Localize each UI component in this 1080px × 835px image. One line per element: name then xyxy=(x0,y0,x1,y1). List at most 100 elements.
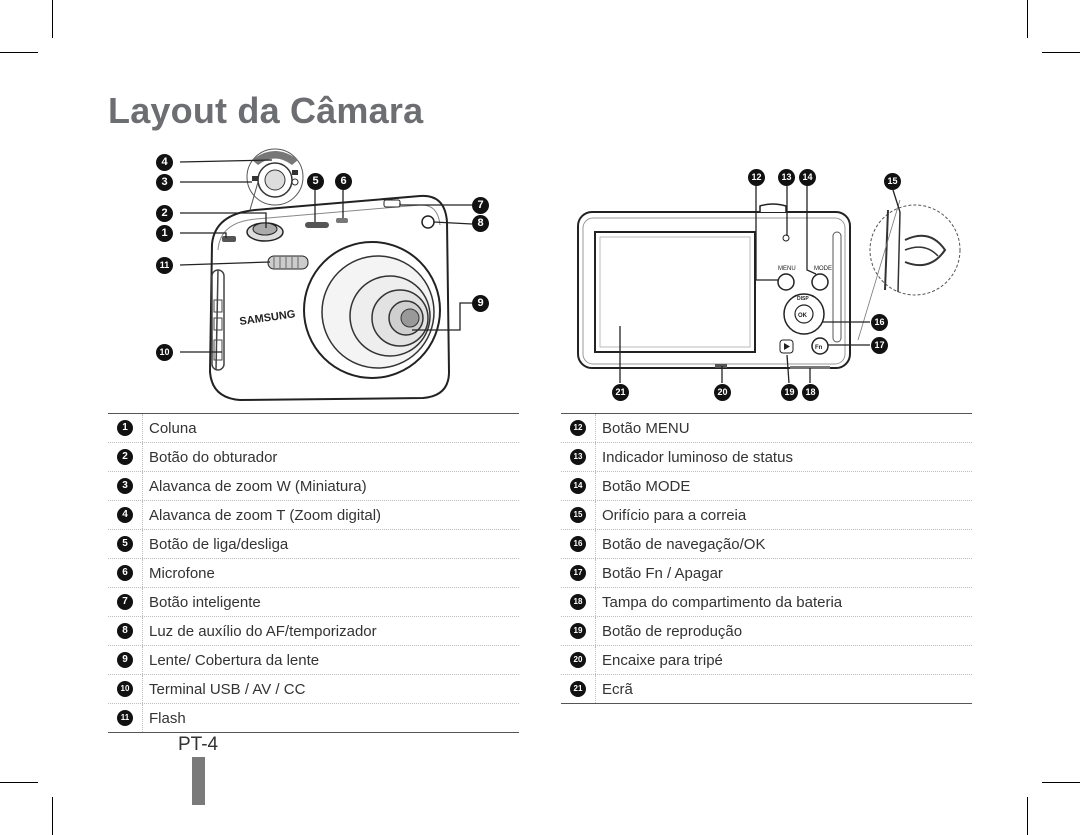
table-row: 18 Tampa do compartimento da bateria xyxy=(561,588,972,617)
table-row: 3 Alavanca de zoom W (Miniatura) xyxy=(108,472,519,501)
row-label: Alavanca de zoom T (Zoom digital) xyxy=(149,506,382,524)
svg-text:DISP: DISP xyxy=(797,296,809,302)
row-number: 13 xyxy=(570,449,586,465)
page-number: PT-4 xyxy=(178,734,219,755)
row-label: Lente/ Cobertura da lente xyxy=(149,651,320,669)
row-number: 1 xyxy=(117,420,133,436)
table-row: 9 Lente/ Cobertura da lente xyxy=(108,646,519,675)
crop-mark xyxy=(1027,797,1028,835)
row-number: 4 xyxy=(117,507,133,523)
callout-11: 11 xyxy=(156,257,173,274)
back-parts-table: 12 Botão MENU 13 Indicador luminoso de sta… xyxy=(561,413,972,704)
row-label: Botão Fn / Apagar xyxy=(602,564,723,582)
table-row: 8 Luz de auxílio do AF/temporizador xyxy=(108,617,519,646)
row-label: Botão de reprodução xyxy=(602,622,743,640)
row-label: Flash xyxy=(149,709,186,727)
row-label: Alavanca de zoom W (Miniatura) xyxy=(149,477,367,495)
callout-13: 13 xyxy=(778,169,795,186)
table-row: 12 Botão MENU xyxy=(561,414,972,443)
row-number: 10 xyxy=(117,681,133,697)
callout-17: 17 xyxy=(871,337,888,354)
table-row: 21 Ecrã xyxy=(561,675,972,703)
table-row: 14 Botão MODE xyxy=(561,472,972,501)
callout-12: 12 xyxy=(748,169,765,186)
row-number: 17 xyxy=(570,565,586,581)
table-row: 4 Alavanca de zoom T (Zoom digital) xyxy=(108,501,519,530)
callout-8: 8 xyxy=(472,215,489,232)
crop-mark xyxy=(1027,0,1028,38)
row-label: Terminal USB / AV / CC xyxy=(149,680,306,698)
row-label: Luz de auxílio do AF/temporizador xyxy=(149,622,377,640)
page-title: Layout da Câmara xyxy=(108,90,424,131)
row-number: 15 xyxy=(570,507,586,523)
callout-3: 3 xyxy=(156,174,173,191)
row-label: Botão de liga/desliga xyxy=(149,535,289,553)
svg-text:Fn: Fn xyxy=(815,345,823,351)
table-row: 2 Botão do obturador xyxy=(108,443,519,472)
row-number: 11 xyxy=(117,710,133,726)
callout-21: 21 xyxy=(612,384,629,401)
callout-19: 19 xyxy=(781,384,798,401)
row-number: 12 xyxy=(570,420,586,436)
row-label: Botão do obturador xyxy=(149,448,278,466)
callout-14: 14 xyxy=(799,169,816,186)
row-number: 16 xyxy=(570,536,586,552)
row-number: 18 xyxy=(570,594,586,610)
row-label: Encaixe para tripé xyxy=(602,651,723,669)
crop-mark xyxy=(52,0,53,38)
crop-mark xyxy=(52,797,53,835)
row-number: 21 xyxy=(570,681,586,697)
table-row: 16 Botão de navegação/OK xyxy=(561,530,972,559)
row-number: 20 xyxy=(570,652,586,668)
table-row: 19 Botão de reprodução xyxy=(561,617,972,646)
row-number: 14 xyxy=(570,478,586,494)
callout-5: 5 xyxy=(307,173,324,190)
row-label: Botão MODE xyxy=(602,477,691,495)
row-number: 3 xyxy=(117,478,133,494)
row-label: Indicador luminoso de status xyxy=(602,448,793,466)
row-number: 6 xyxy=(117,565,133,581)
row-number: 9 xyxy=(117,652,133,668)
row-label: Ecrã xyxy=(602,680,633,698)
row-label: Tampa do compartimento da bateria xyxy=(602,593,843,611)
crop-mark xyxy=(0,782,38,783)
table-row: 17 Botão Fn / Apagar xyxy=(561,559,972,588)
svg-text:MODE: MODE xyxy=(814,266,832,272)
callout-7: 7 xyxy=(472,197,489,214)
callout-20: 20 xyxy=(714,384,731,401)
row-label: Botão MENU xyxy=(602,419,690,437)
table-row: 13 Indicador luminoso de status xyxy=(561,443,972,472)
row-number: 8 xyxy=(117,623,133,639)
table-row: 1 Coluna xyxy=(108,414,519,443)
callout-10: 10 xyxy=(156,344,173,361)
callout-2: 2 xyxy=(156,205,173,222)
row-label: Microfone xyxy=(149,564,215,582)
crop-mark xyxy=(0,52,38,53)
table-row: 11 Flash xyxy=(108,704,519,732)
row-label: Coluna xyxy=(149,419,197,437)
table-row: 15 Orifício para a correia xyxy=(561,501,972,530)
crop-mark xyxy=(1042,782,1080,783)
section-tab-marker xyxy=(192,757,205,805)
callout-1: 1 xyxy=(156,225,173,242)
crop-mark xyxy=(1042,52,1080,53)
callout-16: 16 xyxy=(871,314,888,331)
table-row: 6 Microfone xyxy=(108,559,519,588)
row-number: 19 xyxy=(570,623,586,639)
callout-4: 4 xyxy=(156,154,173,171)
svg-text:MENU: MENU xyxy=(778,266,796,272)
callout-15: 15 xyxy=(884,173,901,190)
callout-6: 6 xyxy=(335,173,352,190)
callout-9: 9 xyxy=(472,295,489,312)
callout-18: 18 xyxy=(802,384,819,401)
svg-text:OK: OK xyxy=(798,313,808,319)
row-number: 2 xyxy=(117,449,133,465)
table-row: 10 Terminal USB / AV / CC xyxy=(108,675,519,704)
row-label: Botão de navegação/OK xyxy=(602,535,766,553)
row-label: Orifício para a correia xyxy=(602,506,747,524)
